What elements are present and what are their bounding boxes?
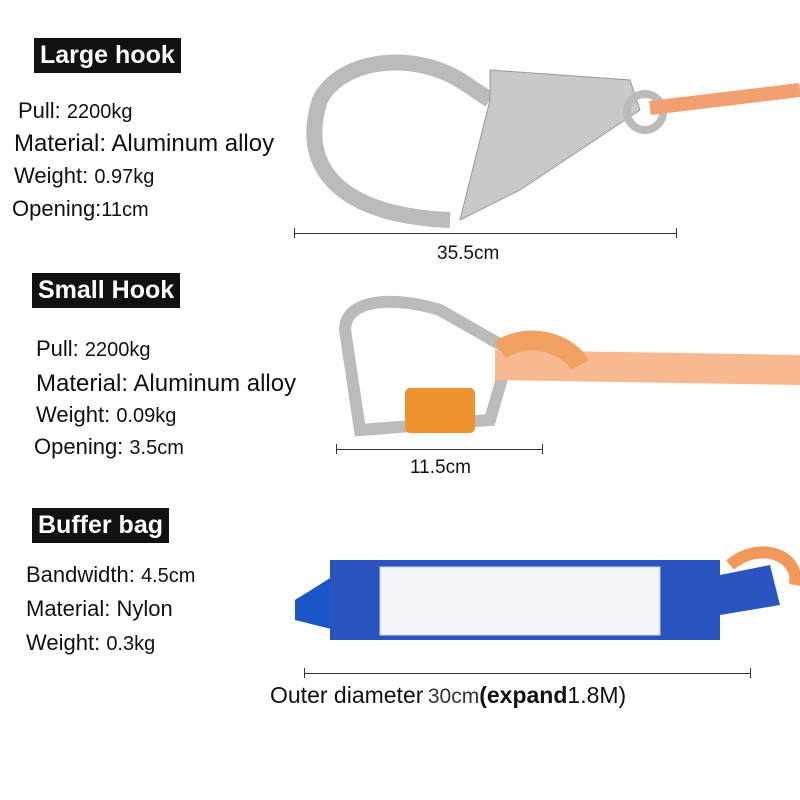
large-hook-pull: Pull: 2200kg — [18, 98, 133, 124]
value: 4.5cm — [140, 565, 196, 587]
label: Pull: — [36, 336, 79, 361]
label: Bandwidth: — [26, 562, 135, 587]
expand-label: (expand — [479, 682, 568, 708]
small-hook-weight: Weight: 0.09kg — [36, 402, 176, 428]
label: Material: — [26, 596, 111, 621]
buffer-bag-material: Material: Nylon — [26, 596, 173, 622]
label: Material: — [14, 130, 107, 157]
value: 0.09kg — [116, 405, 177, 427]
large-hook-opening: Opening:11cm — [12, 196, 149, 222]
close-paren: ) — [618, 682, 627, 708]
value: Nylon — [116, 596, 173, 621]
label: Opening: — [34, 434, 124, 459]
label: Weight: — [14, 163, 89, 188]
large-hook-weight: Weight: 0.97kg — [14, 163, 154, 189]
buffer-bag-title: Buffer bag — [32, 508, 169, 543]
label: Opening: — [12, 196, 102, 221]
large-hook-material: Material: Aluminum alloy — [14, 130, 274, 158]
value: Aluminum alloy — [133, 370, 297, 397]
buffer-bag-bandwidth: Bandwidth: 4.5cm — [26, 562, 195, 588]
value: 30cm — [427, 685, 480, 708]
label: Weight: — [36, 402, 111, 427]
value: Aluminum alloy — [111, 130, 275, 157]
small-hook-opening: Opening: 3.5cm — [34, 434, 184, 460]
expand-value: 1.8M — [567, 682, 619, 708]
label: Outer diameter — [270, 682, 424, 708]
label: Material: — [36, 370, 129, 397]
large-hook-image — [306, 54, 800, 228]
label: Pull: — [18, 98, 61, 123]
value: 0.3kg — [106, 633, 156, 655]
large-hook-title: Large hook — [34, 38, 181, 73]
large-hook-length: 35.5cm — [437, 243, 500, 264]
buffer-bag-diameter: Outer diameter 30cm(expand1.8M) — [270, 682, 626, 709]
small-hook-length: 11.5cm — [410, 457, 471, 478]
value: 3.5cm — [129, 437, 184, 459]
small-hook-image — [338, 295, 800, 437]
small-hook-pull: Pull: 2200kg — [36, 336, 151, 362]
value: 2200kg — [84, 339, 151, 361]
value: 11cm — [101, 199, 149, 221]
small-hook-title: Small Hook — [32, 273, 181, 308]
value: 2200kg — [66, 101, 133, 123]
label: Weight: — [26, 630, 101, 655]
buffer-bag-image — [295, 546, 800, 640]
buffer-bag-weight: Weight: 0.3kg — [26, 630, 155, 656]
value: 0.97kg — [94, 166, 155, 188]
small-hook-material: Material: Aluminum alloy — [36, 370, 296, 398]
